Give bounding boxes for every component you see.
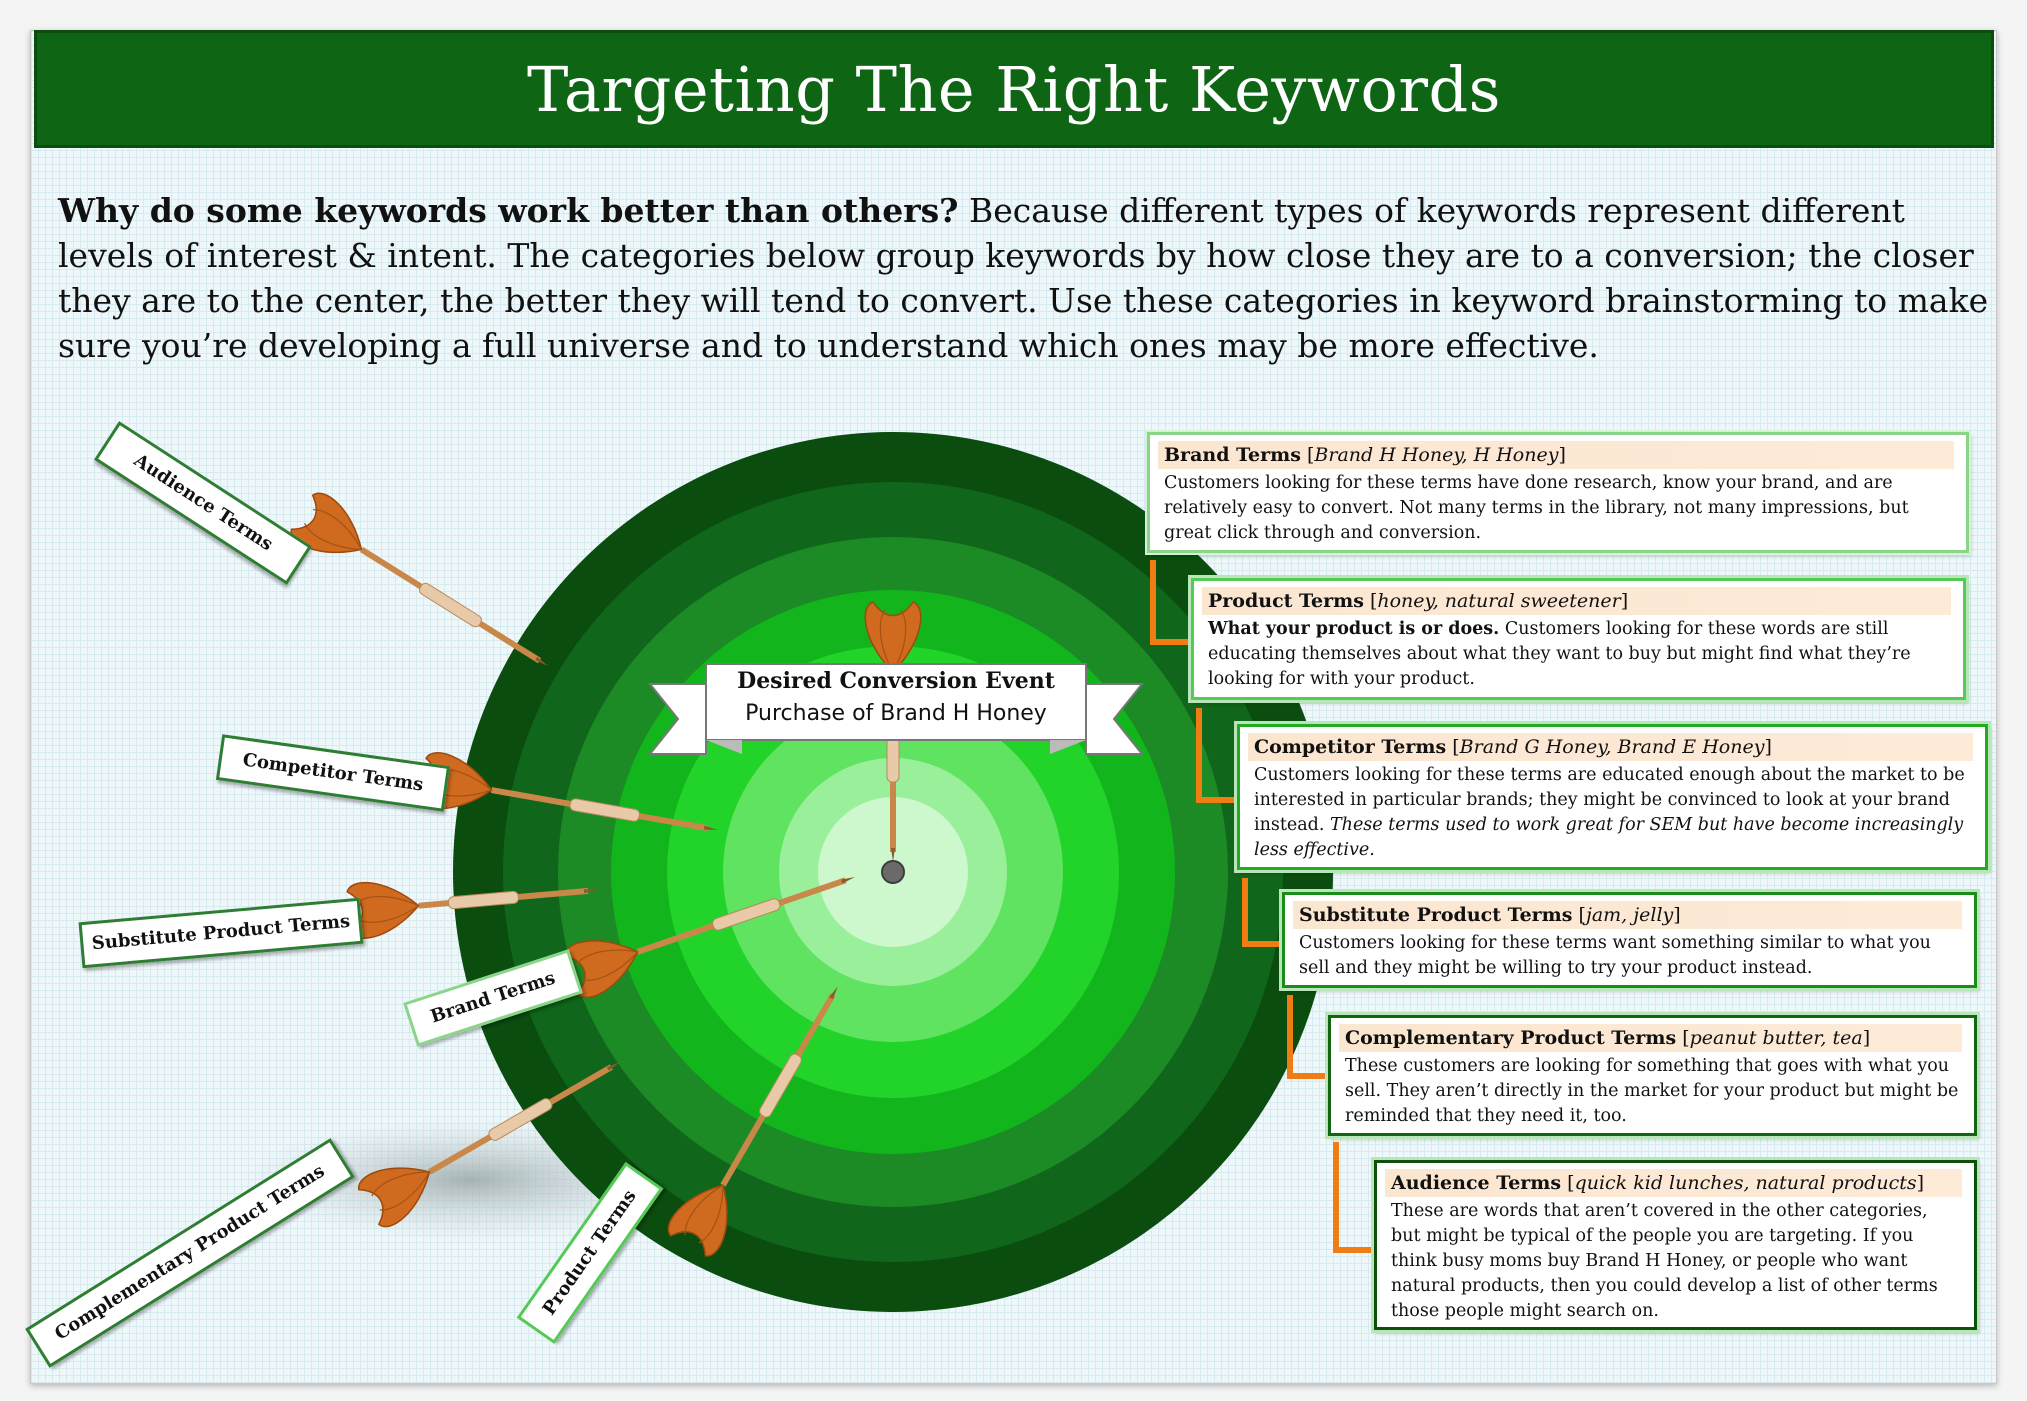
intro-question: Why do some keywords work better than ot…	[58, 191, 959, 230]
dart-flight	[358, 1167, 431, 1228]
category-body: Customers looking for these terms are ed…	[1254, 765, 1965, 835]
dart-complementary	[358, 1062, 620, 1228]
dart-flight	[346, 881, 420, 939]
category-examples: peanut butter, tea	[1689, 1027, 1863, 1049]
category-box-complementary: Complementary Product Terms [peanut butt…	[1328, 1015, 1977, 1136]
banner-title: Desired Conversion Event	[737, 668, 1055, 694]
ribbon-body	[705, 663, 1087, 741]
connector-3	[1242, 878, 1283, 947]
dart-point	[606, 1062, 620, 1071]
category-description: Customers looking for these terms have d…	[1164, 471, 1952, 546]
category-description: These customers are looking for somethin…	[1345, 1054, 1960, 1129]
category-box-product: Product Terms [honey, natural sweetener]…	[1191, 578, 1966, 700]
category-description: These are words that aren’t covered in t…	[1391, 1199, 1960, 1324]
bullseye-pin	[881, 860, 905, 884]
category-box-substitute: Substitute Product Terms [jam, jelly] Cu…	[1282, 892, 1977, 988]
category-header: Competitor Terms [Brand G Honey, Brand E…	[1248, 733, 1973, 761]
category-description: Customers looking for these terms are ed…	[1254, 763, 1971, 863]
category-body: Customers looking for these words are st…	[1208, 619, 1911, 689]
dart-flight-lines	[304, 509, 362, 551]
connector-4	[1287, 995, 1329, 1079]
dart-point	[703, 825, 718, 830]
category-box-brand: Brand Terms [Brand H Honey, H Honey] Cus…	[1147, 432, 1969, 553]
category-description: Customers looking for these terms want s…	[1299, 931, 1960, 981]
dart-barrel	[447, 890, 519, 910]
category-examples: Brand G Honey, Brand E Honey	[1459, 736, 1765, 758]
dart-barrel	[488, 1098, 553, 1141]
category-box-audience: Audience Terms [quick kid lunches, natur…	[1374, 1160, 1977, 1330]
category-lead: What your product is or does.	[1208, 619, 1500, 639]
category-header: Substitute Product Terms [jam, jelly]	[1293, 901, 1962, 929]
dart-flight-lines	[684, 1184, 724, 1244]
category-examples: quick kid lunches, natural products	[1574, 1172, 1917, 1194]
category-name: Product Terms	[1208, 590, 1364, 612]
box-connectors	[1150, 560, 1387, 1259]
dart-flight-lines	[575, 949, 638, 981]
connector-5	[1333, 1142, 1375, 1253]
ribbon-right-tail	[1085, 683, 1145, 755]
intro-paragraph: Why do some keywords work better than ot…	[58, 188, 1993, 368]
dart-brand	[564, 877, 855, 999]
category-name: Audience Terms	[1391, 1172, 1562, 1194]
category-name: Complementary Product Terms	[1345, 1027, 1677, 1049]
category-body: Customers looking for these terms want s…	[1299, 933, 1931, 978]
category-examples: Brand H Honey, H Honey	[1314, 444, 1559, 466]
dart-point	[535, 656, 548, 666]
dart-flight-lines	[371, 1171, 430, 1211]
category-name: Substitute Product Terms	[1299, 904, 1573, 926]
dart-flight	[667, 1184, 728, 1257]
dart-flight	[864, 601, 922, 674]
dart-barrel	[712, 898, 781, 931]
intro-text: Because different types of keywords repr…	[58, 191, 1989, 365]
ribbon-fold-right	[1050, 740, 1086, 754]
connector-2	[1196, 708, 1238, 803]
title-bar: Targeting The Right Keywords	[34, 30, 1994, 148]
category-body: These are words that aren’t covered in t…	[1391, 1201, 1938, 1321]
dart-point	[583, 889, 598, 894]
ribbon-fold-left	[706, 740, 742, 754]
dart-flight	[564, 940, 639, 999]
category-body: Customers looking for these terms have d…	[1164, 473, 1909, 543]
category-header: Brand Terms [Brand H Honey, H Honey]	[1158, 441, 1954, 469]
dart-barrel	[759, 1053, 802, 1118]
category-examples: honey, natural sweetener	[1377, 590, 1621, 612]
category-description: What your product is or does. Customers …	[1208, 617, 1949, 692]
conversion-banner	[647, 663, 1145, 755]
category-name: Brand Terms	[1164, 444, 1301, 466]
category-header: Product Terms [honey, natural sweetener]	[1202, 587, 1951, 615]
category-note: These terms used to work great for SEM b…	[1254, 815, 1964, 860]
dart-point	[891, 848, 895, 862]
connector-1	[1150, 560, 1192, 645]
dart-product	[667, 986, 838, 1257]
category-header: Complementary Product Terms [peanut butt…	[1339, 1024, 1962, 1052]
conversion-banner-text: Desired Conversion Event Purchase of Bra…	[706, 664, 1086, 740]
dart-flight	[290, 492, 363, 554]
category-name: Competitor Terms	[1254, 736, 1447, 758]
page-title: Targeting The Right Keywords	[527, 52, 1501, 126]
dart-barrel	[419, 582, 482, 628]
dart-barrel	[569, 798, 640, 822]
banner-subtitle: Purchase of Brand H Honey	[745, 701, 1047, 726]
ribbon-left-tail	[647, 683, 707, 755]
category-box-competitor: Competitor Terms [Brand G Honey, Brand E…	[1237, 724, 1988, 870]
category-header: Audience Terms [quick kid lunches, natur…	[1385, 1169, 1962, 1197]
category-examples: jam, jelly	[1585, 904, 1674, 926]
dart-point	[829, 986, 838, 1000]
dart-point	[841, 877, 855, 884]
dart-audience	[290, 492, 548, 666]
category-body: These customers are looking for somethin…	[1345, 1056, 1959, 1126]
